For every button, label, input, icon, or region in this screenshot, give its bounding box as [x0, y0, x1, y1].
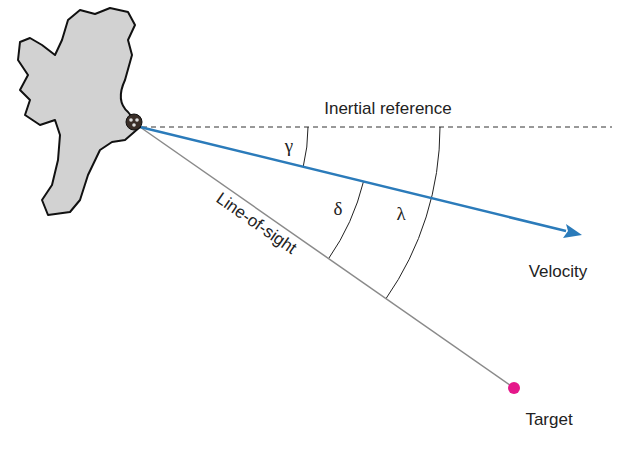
- eye-highlight: [132, 123, 136, 127]
- angle-label: λ: [396, 204, 405, 225]
- delta-arc: [329, 182, 364, 259]
- lambda-arc: [386, 127, 440, 299]
- angle-label: γ: [285, 136, 293, 157]
- line-label: Line-of-sight: [212, 190, 299, 259]
- line-of-sight: [140, 127, 514, 388]
- gamma-arc: [303, 127, 308, 167]
- target-dot: [508, 382, 520, 394]
- velocity-arrowhead: [563, 224, 582, 238]
- bird-eye: [126, 114, 142, 130]
- target-label: Target: [525, 411, 572, 430]
- inertial-reference-line: [142, 127, 612, 128]
- vector-label: Velocity: [529, 263, 588, 282]
- eye-highlight: [135, 118, 139, 122]
- eye-highlight: [129, 118, 133, 122]
- bird-silhouette: [18, 8, 140, 215]
- velocity-line: [140, 127, 566, 231]
- reference-label: Inertial reference: [324, 100, 452, 119]
- angle-label: δ: [334, 199, 343, 220]
